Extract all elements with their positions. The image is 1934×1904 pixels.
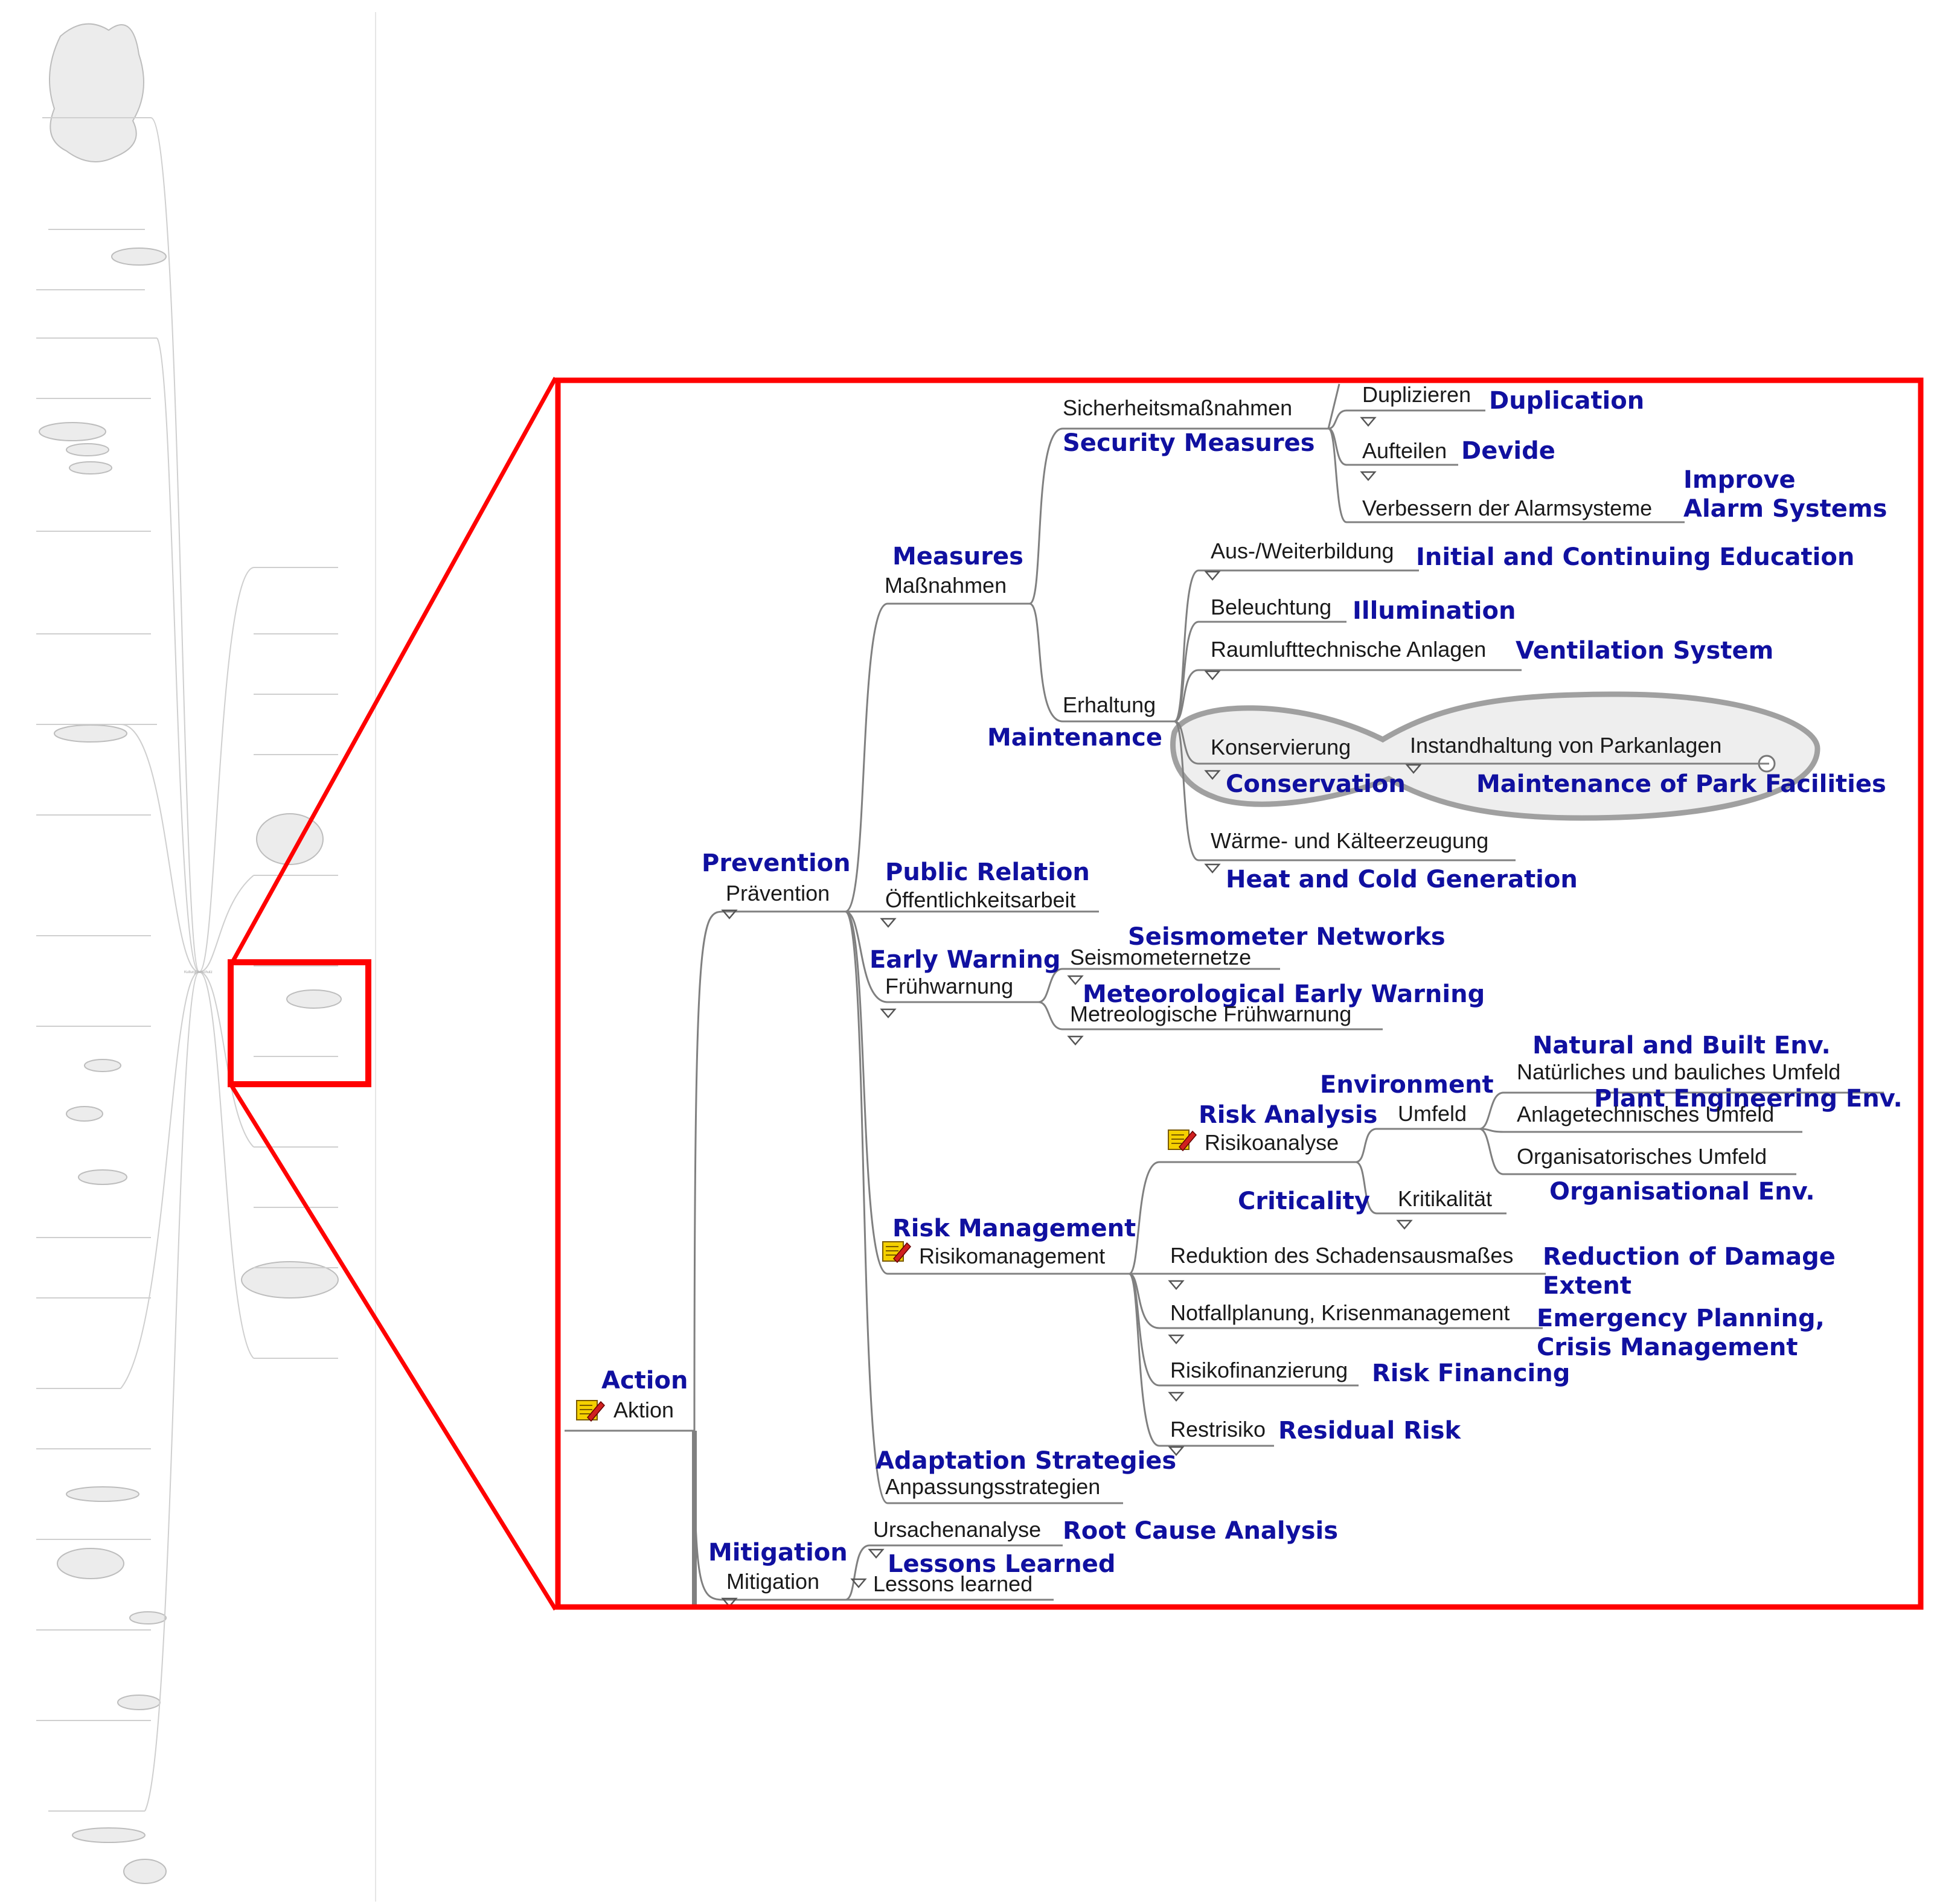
- node-alarm-en-2[interactable]: Alarm Systems: [1683, 495, 1887, 523]
- node-damage-en-1[interactable]: Reduction of Damage: [1543, 1243, 1836, 1271]
- node-riskanalysis-de[interactable]: Risikoanalyse: [1205, 1130, 1339, 1155]
- collapse-triangle-icon[interactable]: [1168, 1334, 1184, 1344]
- node-criticality-en[interactable]: Criticality: [1238, 1187, 1370, 1215]
- node-duplication-en[interactable]: Duplication: [1489, 387, 1644, 415]
- node-criticality-de[interactable]: Kritikalität: [1398, 1186, 1492, 1211]
- node-adaptation-en[interactable]: Adaptation Strategies: [876, 1447, 1176, 1475]
- overview-miniature-map: Kulturgüterschutz: [36, 12, 376, 1902]
- node-natural-en[interactable]: Natural and Built Env.: [1532, 1032, 1831, 1059]
- collapse-triangle-icon[interactable]: [1068, 975, 1083, 985]
- node-prevention-en[interactable]: Prevention: [702, 849, 851, 877]
- node-mitigation-en[interactable]: Mitigation: [708, 1539, 848, 1567]
- node-lessons-en[interactable]: Lessons Learned: [888, 1550, 1116, 1578]
- node-adaptation-de[interactable]: Anpassungsstrategien: [885, 1474, 1100, 1499]
- node-illumination-en[interactable]: Illumination: [1353, 597, 1516, 625]
- note-pencil-icon: [1168, 1129, 1197, 1151]
- node-illumination-de[interactable]: Beleuchtung: [1211, 595, 1331, 619]
- node-residual-en[interactable]: Residual Risk: [1278, 1417, 1462, 1445]
- node-heat-en[interactable]: Heat and Cold Generation: [1226, 866, 1578, 893]
- node-emergency-en-1[interactable]: Emergency Planning,: [1537, 1305, 1825, 1332]
- node-devide-en[interactable]: Devide: [1461, 437, 1555, 465]
- node-action-de[interactable]: Aktion: [613, 1398, 674, 1422]
- node-financing-en[interactable]: Risk Financing: [1372, 1359, 1570, 1387]
- note-pencil-icon: [576, 1400, 605, 1422]
- node-environment-en[interactable]: Environment: [1320, 1071, 1494, 1099]
- zoom-detail-frame: [555, 377, 1924, 1610]
- node-seismo-de[interactable]: Seismometernetze: [1070, 945, 1251, 970]
- node-conservation-en[interactable]: Conservation: [1226, 770, 1406, 798]
- zoomed-detail: Action Aktion Prevention Prävention Meas…: [565, 382, 1903, 1607]
- node-heat-de[interactable]: Wärme- und Kälteerzeugung: [1211, 828, 1488, 853]
- collapse-triangle-icon[interactable]: [880, 1008, 896, 1018]
- collapse-triangle-icon[interactable]: [1168, 1391, 1184, 1402]
- node-duplication-de[interactable]: Duplizieren: [1362, 382, 1471, 407]
- zoom-connector-bottom: [229, 1083, 557, 1611]
- node-security-en[interactable]: Security Measures: [1063, 429, 1315, 457]
- node-conservation-de[interactable]: Konservierung: [1211, 735, 1351, 759]
- node-early-de[interactable]: Frühwarnung: [885, 974, 1013, 998]
- node-early-en[interactable]: Early Warning: [869, 946, 1060, 974]
- node-education-de[interactable]: Aus-/Weiterbildung: [1211, 538, 1394, 563]
- node-alarm-de[interactable]: Verbessern der Alarmsysteme: [1362, 496, 1652, 520]
- node-park-en[interactable]: Maintenance of Park Facilities: [1476, 770, 1886, 798]
- node-mitigation-de[interactable]: Mitigation: [726, 1569, 819, 1594]
- node-lessons-de[interactable]: Lessons learned: [873, 1571, 1033, 1596]
- node-seismo-en[interactable]: Seismometer Networks: [1128, 923, 1446, 951]
- collapse-triangle-icon[interactable]: [1068, 1035, 1083, 1046]
- node-measures-de[interactable]: Maßnahmen: [885, 573, 1007, 598]
- node-natural-de[interactable]: Natürliches und bauliches Umfeld: [1517, 1059, 1840, 1084]
- node-ventilation-de[interactable]: Raumlufttechnische Anlagen: [1211, 637, 1486, 662]
- collapse-triangle-icon[interactable]: [1168, 1280, 1184, 1290]
- node-damage-en-2[interactable]: Extent: [1543, 1272, 1631, 1300]
- node-residual-de[interactable]: Restrisiko: [1170, 1417, 1266, 1442]
- collapse-triangle-icon[interactable]: [1360, 417, 1376, 427]
- node-public-de[interactable]: Öffentlichkeitsarbeit: [885, 887, 1076, 912]
- node-riskmgmt-de[interactable]: Risikomanagement: [919, 1244, 1105, 1268]
- collapse-triangle-icon[interactable]: [1205, 670, 1220, 680]
- node-education-en[interactable]: Initial and Continuing Education: [1416, 543, 1854, 571]
- zoom-source-frame: [228, 959, 371, 1087]
- node-organisational-en[interactable]: Organisational Env.: [1549, 1178, 1815, 1206]
- node-maintenance-de[interactable]: Erhaltung: [1063, 692, 1156, 717]
- note-pencil-icon: [882, 1241, 911, 1263]
- node-riskmgmt-en[interactable]: Risk Management: [892, 1215, 1136, 1242]
- node-park-de[interactable]: Instandhaltung von Parkanlagen: [1410, 733, 1721, 758]
- node-meteo-de[interactable]: Metreologische Frühwarnung: [1070, 1002, 1351, 1026]
- zoom-connector-top: [228, 377, 558, 966]
- node-security-de[interactable]: Sicherheitsmaßnahmen: [1063, 395, 1292, 420]
- collapse-triangle-icon[interactable]: [1205, 863, 1220, 874]
- node-alarm-en-1[interactable]: Improve: [1683, 466, 1796, 494]
- collapse-triangle-icon[interactable]: [868, 1548, 884, 1559]
- node-action-en[interactable]: Action: [601, 1367, 688, 1394]
- node-plant-en[interactable]: Plant Engineering Env.: [1594, 1085, 1903, 1113]
- overview-cloud-1: [49, 23, 144, 162]
- node-rootcause-en[interactable]: Root Cause Analysis: [1063, 1517, 1338, 1545]
- collapse-triangle-icon[interactable]: [880, 918, 896, 928]
- node-emergency-en-2[interactable]: Crisis Management: [1537, 1334, 1798, 1361]
- node-riskanalysis-en[interactable]: Risk Analysis: [1199, 1101, 1377, 1129]
- node-public-en[interactable]: Public Relation: [885, 858, 1090, 886]
- collapse-triangle-icon[interactable]: [1205, 570, 1220, 581]
- node-prevention-de[interactable]: Prävention: [726, 881, 830, 906]
- node-organisational-de[interactable]: Organisatorisches Umfeld: [1517, 1144, 1767, 1169]
- node-measures-en[interactable]: Measures: [892, 543, 1023, 570]
- node-damage-de[interactable]: Reduktion des Schadensausmaßes: [1170, 1243, 1513, 1268]
- node-devide-de[interactable]: Aufteilen: [1362, 438, 1447, 463]
- collapse-triangle-icon[interactable]: [1397, 1219, 1412, 1230]
- node-environment-de[interactable]: Umfeld: [1398, 1101, 1467, 1126]
- node-plant-de[interactable]: Anlagetechnisches Umfeld: [1517, 1102, 1774, 1126]
- node-ventilation-en[interactable]: Ventilation System: [1516, 637, 1773, 665]
- node-rootcause-de[interactable]: Ursachenanalyse: [873, 1517, 1041, 1542]
- node-emergency-de[interactable]: Notfallplanung, Krisenmanagement: [1170, 1300, 1510, 1325]
- overview-root-label: Kulturgüterschutz: [184, 971, 213, 974]
- node-financing-de[interactable]: Risikofinanzierung: [1170, 1358, 1348, 1382]
- node-meteo-en[interactable]: Meteorological Early Warning: [1083, 980, 1485, 1008]
- collapse-triangle-icon[interactable]: [1360, 471, 1376, 481]
- conservation-cloud: [1170, 691, 1820, 821]
- node-maintenance-en[interactable]: Maintenance: [987, 724, 1162, 752]
